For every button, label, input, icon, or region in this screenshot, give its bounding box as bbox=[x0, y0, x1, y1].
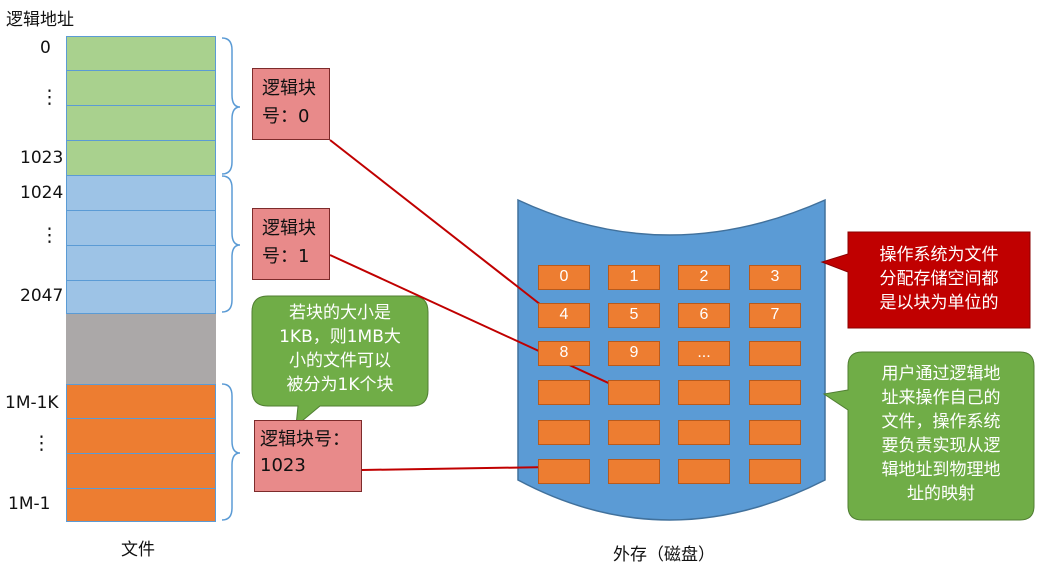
note-line: 分配存储空间都 bbox=[879, 269, 999, 289]
disk-block: ... bbox=[678, 341, 730, 366]
file-row bbox=[66, 281, 216, 314]
disk-block bbox=[538, 459, 590, 484]
disk-block: 3 bbox=[749, 265, 801, 290]
disk-block: 9 bbox=[608, 341, 660, 366]
callout-green-left-bubble bbox=[251, 295, 429, 428]
callout-green-right-bubble bbox=[822, 351, 1035, 521]
disk-block bbox=[678, 420, 730, 445]
file-row bbox=[66, 384, 216, 419]
note-line: 若块的大小是 bbox=[289, 303, 391, 323]
file-row bbox=[66, 141, 216, 176]
disk-block: 8 bbox=[538, 341, 590, 366]
address-label: 1M-1K bbox=[5, 393, 59, 413]
note-allocation-unit: 操作系统为文件 分配存储空间都 是以块为单位的 bbox=[848, 243, 1030, 315]
file-middle-segment bbox=[66, 314, 216, 384]
note-line: 辑地址到物理地 bbox=[881, 460, 1001, 480]
disk-block bbox=[608, 380, 660, 405]
disk-block bbox=[749, 380, 801, 405]
logical-block-label-line: 逻辑块号： bbox=[260, 429, 350, 450]
callout-red-bubble bbox=[820, 231, 1031, 329]
disk-cylinder bbox=[517, 198, 826, 521]
logical-address-title: 逻辑地址 bbox=[6, 10, 74, 30]
note-line: 文件，操作系统 bbox=[881, 412, 1001, 432]
file-row bbox=[66, 106, 216, 141]
file-row bbox=[66, 489, 216, 522]
file-row bbox=[66, 246, 216, 281]
file-row bbox=[66, 71, 216, 106]
note-line: 要负责实现从逻 bbox=[881, 436, 1001, 456]
note-line: 1KB，则1MB大 bbox=[279, 327, 401, 347]
disk-block bbox=[678, 459, 730, 484]
note-address-mapping: 用户通过逻辑地 址来操作自己的 文件，操作系统 要负责实现从逻 辑地址到物理地 … bbox=[848, 362, 1034, 506]
address-label: ⋮ bbox=[40, 224, 59, 246]
note-line: 操作系统为文件 bbox=[879, 245, 999, 265]
file-row bbox=[66, 454, 216, 489]
disk-block bbox=[538, 420, 590, 445]
note-line: 址来操作自己的 bbox=[881, 388, 1001, 408]
arrow-block-1023-to-disk bbox=[361, 462, 554, 473]
note-line: 址的映射 bbox=[907, 484, 975, 504]
arrow-block-0-to-disk bbox=[329, 139, 552, 314]
note-block-size: 若块的大小是 1KB，则1MB大 小的文件可以 被分为1K个块 bbox=[252, 301, 428, 397]
disk-block bbox=[608, 420, 660, 445]
file-row bbox=[66, 419, 216, 454]
address-label: 1023 bbox=[20, 148, 64, 168]
logical-block-label-0: 逻辑块 号：0 bbox=[252, 68, 330, 140]
brace-block-1 bbox=[221, 175, 241, 313]
brace-block-0 bbox=[221, 37, 241, 175]
address-label: 1024 bbox=[20, 183, 64, 203]
disk-block bbox=[538, 380, 590, 405]
disk-block: 2 bbox=[678, 265, 730, 290]
disk-block bbox=[749, 420, 801, 445]
disk-caption: 外存（磁盘） bbox=[613, 545, 715, 565]
logical-block-label-line: 逻辑块 bbox=[262, 218, 316, 239]
disk-block bbox=[749, 341, 801, 366]
address-label: ⋮ bbox=[32, 432, 51, 454]
address-label: 2047 bbox=[20, 286, 64, 306]
arrow-block-1-to-disk bbox=[329, 254, 630, 394]
address-label: 1M-1 bbox=[8, 494, 51, 514]
logical-block-label-line: 号：1 bbox=[262, 246, 310, 267]
address-label: 0 bbox=[40, 38, 51, 58]
disk-block: 5 bbox=[608, 303, 660, 328]
note-line: 用户通过逻辑地 bbox=[881, 364, 1001, 384]
disk-block bbox=[678, 380, 730, 405]
logical-block-label-line: 1023 bbox=[260, 455, 306, 476]
logical-block-label-line: 号：0 bbox=[262, 106, 310, 127]
disk-block: 6 bbox=[678, 303, 730, 328]
disk-block: 1 bbox=[608, 265, 660, 290]
brace-block-1023 bbox=[221, 383, 241, 521]
disk-block bbox=[608, 459, 660, 484]
file-row bbox=[66, 211, 216, 246]
file-caption: 文件 bbox=[121, 540, 155, 560]
note-line: 小的文件可以 bbox=[289, 351, 391, 371]
logical-block-label-line: 逻辑块 bbox=[262, 78, 316, 99]
note-line: 被分为1K个块 bbox=[286, 375, 394, 395]
file-row bbox=[66, 176, 216, 211]
logical-block-label-1023: 逻辑块号： 1023 bbox=[254, 420, 362, 492]
disk-block: 7 bbox=[749, 303, 801, 328]
file-row bbox=[66, 36, 216, 71]
disk-block: 0 bbox=[538, 265, 590, 290]
address-label: ⋮ bbox=[40, 86, 59, 108]
disk-block: 4 bbox=[538, 303, 590, 328]
logical-block-label-1: 逻辑块 号：1 bbox=[252, 208, 330, 280]
disk-block bbox=[749, 459, 801, 484]
note-line: 是以块为单位的 bbox=[879, 293, 999, 313]
